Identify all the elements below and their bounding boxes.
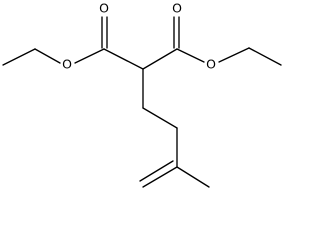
bond-alkene-b: [139, 160, 174, 182]
bond-ethyl-ch2-o-left: [34, 48, 61, 64]
bond-ethyl-ch3-left: [2, 48, 36, 66]
atom-label-oxygen-right-carbonyl: O: [172, 1, 182, 16]
bond-o-carbonyl-left: [74, 48, 105, 64]
bond-center-to-carbonyl-right: [142, 48, 178, 70]
bond-alkene-a: [142, 166, 178, 188]
atom-label-oxygen-right-ester: O: [206, 57, 216, 72]
atom-label-oxygen-left-ester: O: [62, 57, 72, 72]
bond-ethyl-ch3-right: [248, 47, 282, 66]
bond-carbonyl-to-center-left: [103, 48, 144, 70]
atom-label-oxygen-left-carbonyl: O: [99, 1, 109, 16]
bond-chain-1: [142, 107, 178, 129]
bond-methyl: [176, 166, 210, 188]
structure-diagram: O O O O: [2, 1, 282, 188]
bond-carbonyl-o-right: [176, 48, 205, 63]
bond-o-ethyl-ch2-right: [218, 47, 250, 63]
